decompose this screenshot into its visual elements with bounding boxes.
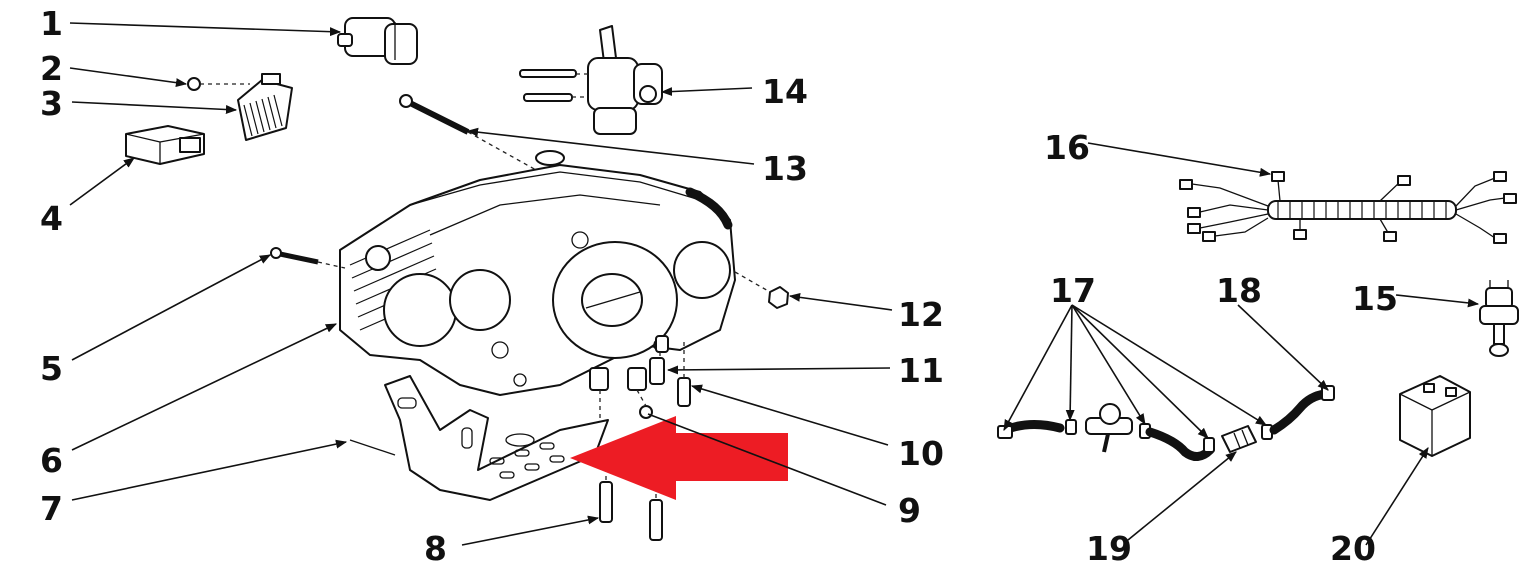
part-7-slots (489, 442, 565, 479)
callout-3: 3 (40, 84, 63, 123)
callout-10: 10 (898, 434, 944, 473)
leader-16 (1087, 142, 1272, 177)
leader-2 (69, 67, 188, 88)
callout-5: 5 (40, 349, 63, 388)
part-16-wiring-harness (1179, 171, 1517, 244)
callout-12: 12 (898, 295, 944, 334)
part-9-spacers (589, 367, 653, 420)
callout-16: 16 (1044, 128, 1090, 167)
leader-12 (788, 292, 893, 311)
leader-9 (647, 413, 887, 506)
fuel-line-assembly (997, 385, 1335, 461)
part-12-nut (734, 271, 789, 309)
part-2-bolt (187, 77, 250, 91)
part-19-fuel-filter (1221, 425, 1257, 453)
leader-14 (660, 87, 753, 97)
leader-20 (1365, 447, 1429, 546)
part-1-starter-relay (337, 17, 418, 65)
leader-7 (71, 439, 348, 501)
callout-1: 1 (40, 4, 63, 43)
part-3-regulator (237, 73, 293, 141)
leader-10 (690, 384, 889, 446)
leader-19 (1127, 451, 1237, 541)
leader-5 (71, 254, 271, 361)
callout-4: 4 (40, 199, 63, 238)
callout-17: 17 (1050, 271, 1096, 310)
leader-18 (1237, 304, 1329, 391)
leader-1 (69, 22, 342, 37)
leader-lines (69, 22, 1480, 546)
callout-6: 6 (40, 441, 63, 480)
part-14-carburetor (519, 25, 663, 135)
callout-labels: 1 2 3 4 5 6 7 8 9 10 11 12 13 14 15 16 1… (40, 4, 1398, 568)
callout-20: 20 (1330, 529, 1376, 568)
part-16-harness-coils (1277, 201, 1447, 219)
leader-17d (1071, 304, 1209, 439)
leader-17a (1003, 304, 1073, 431)
leader-3 (71, 101, 238, 114)
callout-14: 14 (762, 72, 808, 111)
callout-13: 13 (762, 149, 808, 188)
callout-11: 11 (898, 351, 944, 390)
part-15-switch (1479, 280, 1519, 357)
part-13-long-bolt (399, 94, 546, 176)
part-3-fins (243, 94, 283, 137)
callout-9: 9 (898, 491, 921, 530)
leader-17e (1071, 304, 1267, 426)
part-11-spacer (649, 335, 669, 385)
callout-2: 2 (40, 49, 63, 88)
callout-19: 19 (1086, 529, 1132, 568)
engine-assembly (339, 150, 736, 396)
leader-4 (69, 157, 135, 206)
callout-8: 8 (424, 529, 447, 568)
leader-11 (666, 365, 891, 375)
leader-15 (1395, 294, 1480, 308)
part-7-skid-plate (349, 375, 609, 501)
part-8-bolts (599, 460, 663, 541)
part-5-bolt (270, 247, 346, 269)
part-10-bolt (677, 342, 691, 407)
part-20-battery (1399, 375, 1471, 457)
callout-7: 7 (40, 489, 63, 528)
callout-15: 15 (1352, 279, 1398, 318)
leader-13 (466, 127, 755, 165)
callout-18: 18 (1216, 271, 1262, 310)
leader-17c (1071, 304, 1146, 425)
part-fuel-valve (1085, 403, 1133, 453)
part-4-cdi-box (125, 125, 205, 165)
leader-8 (461, 515, 600, 546)
leader-17b (1065, 304, 1075, 422)
leader-6 (71, 323, 338, 451)
highlight-arrow (570, 416, 788, 500)
